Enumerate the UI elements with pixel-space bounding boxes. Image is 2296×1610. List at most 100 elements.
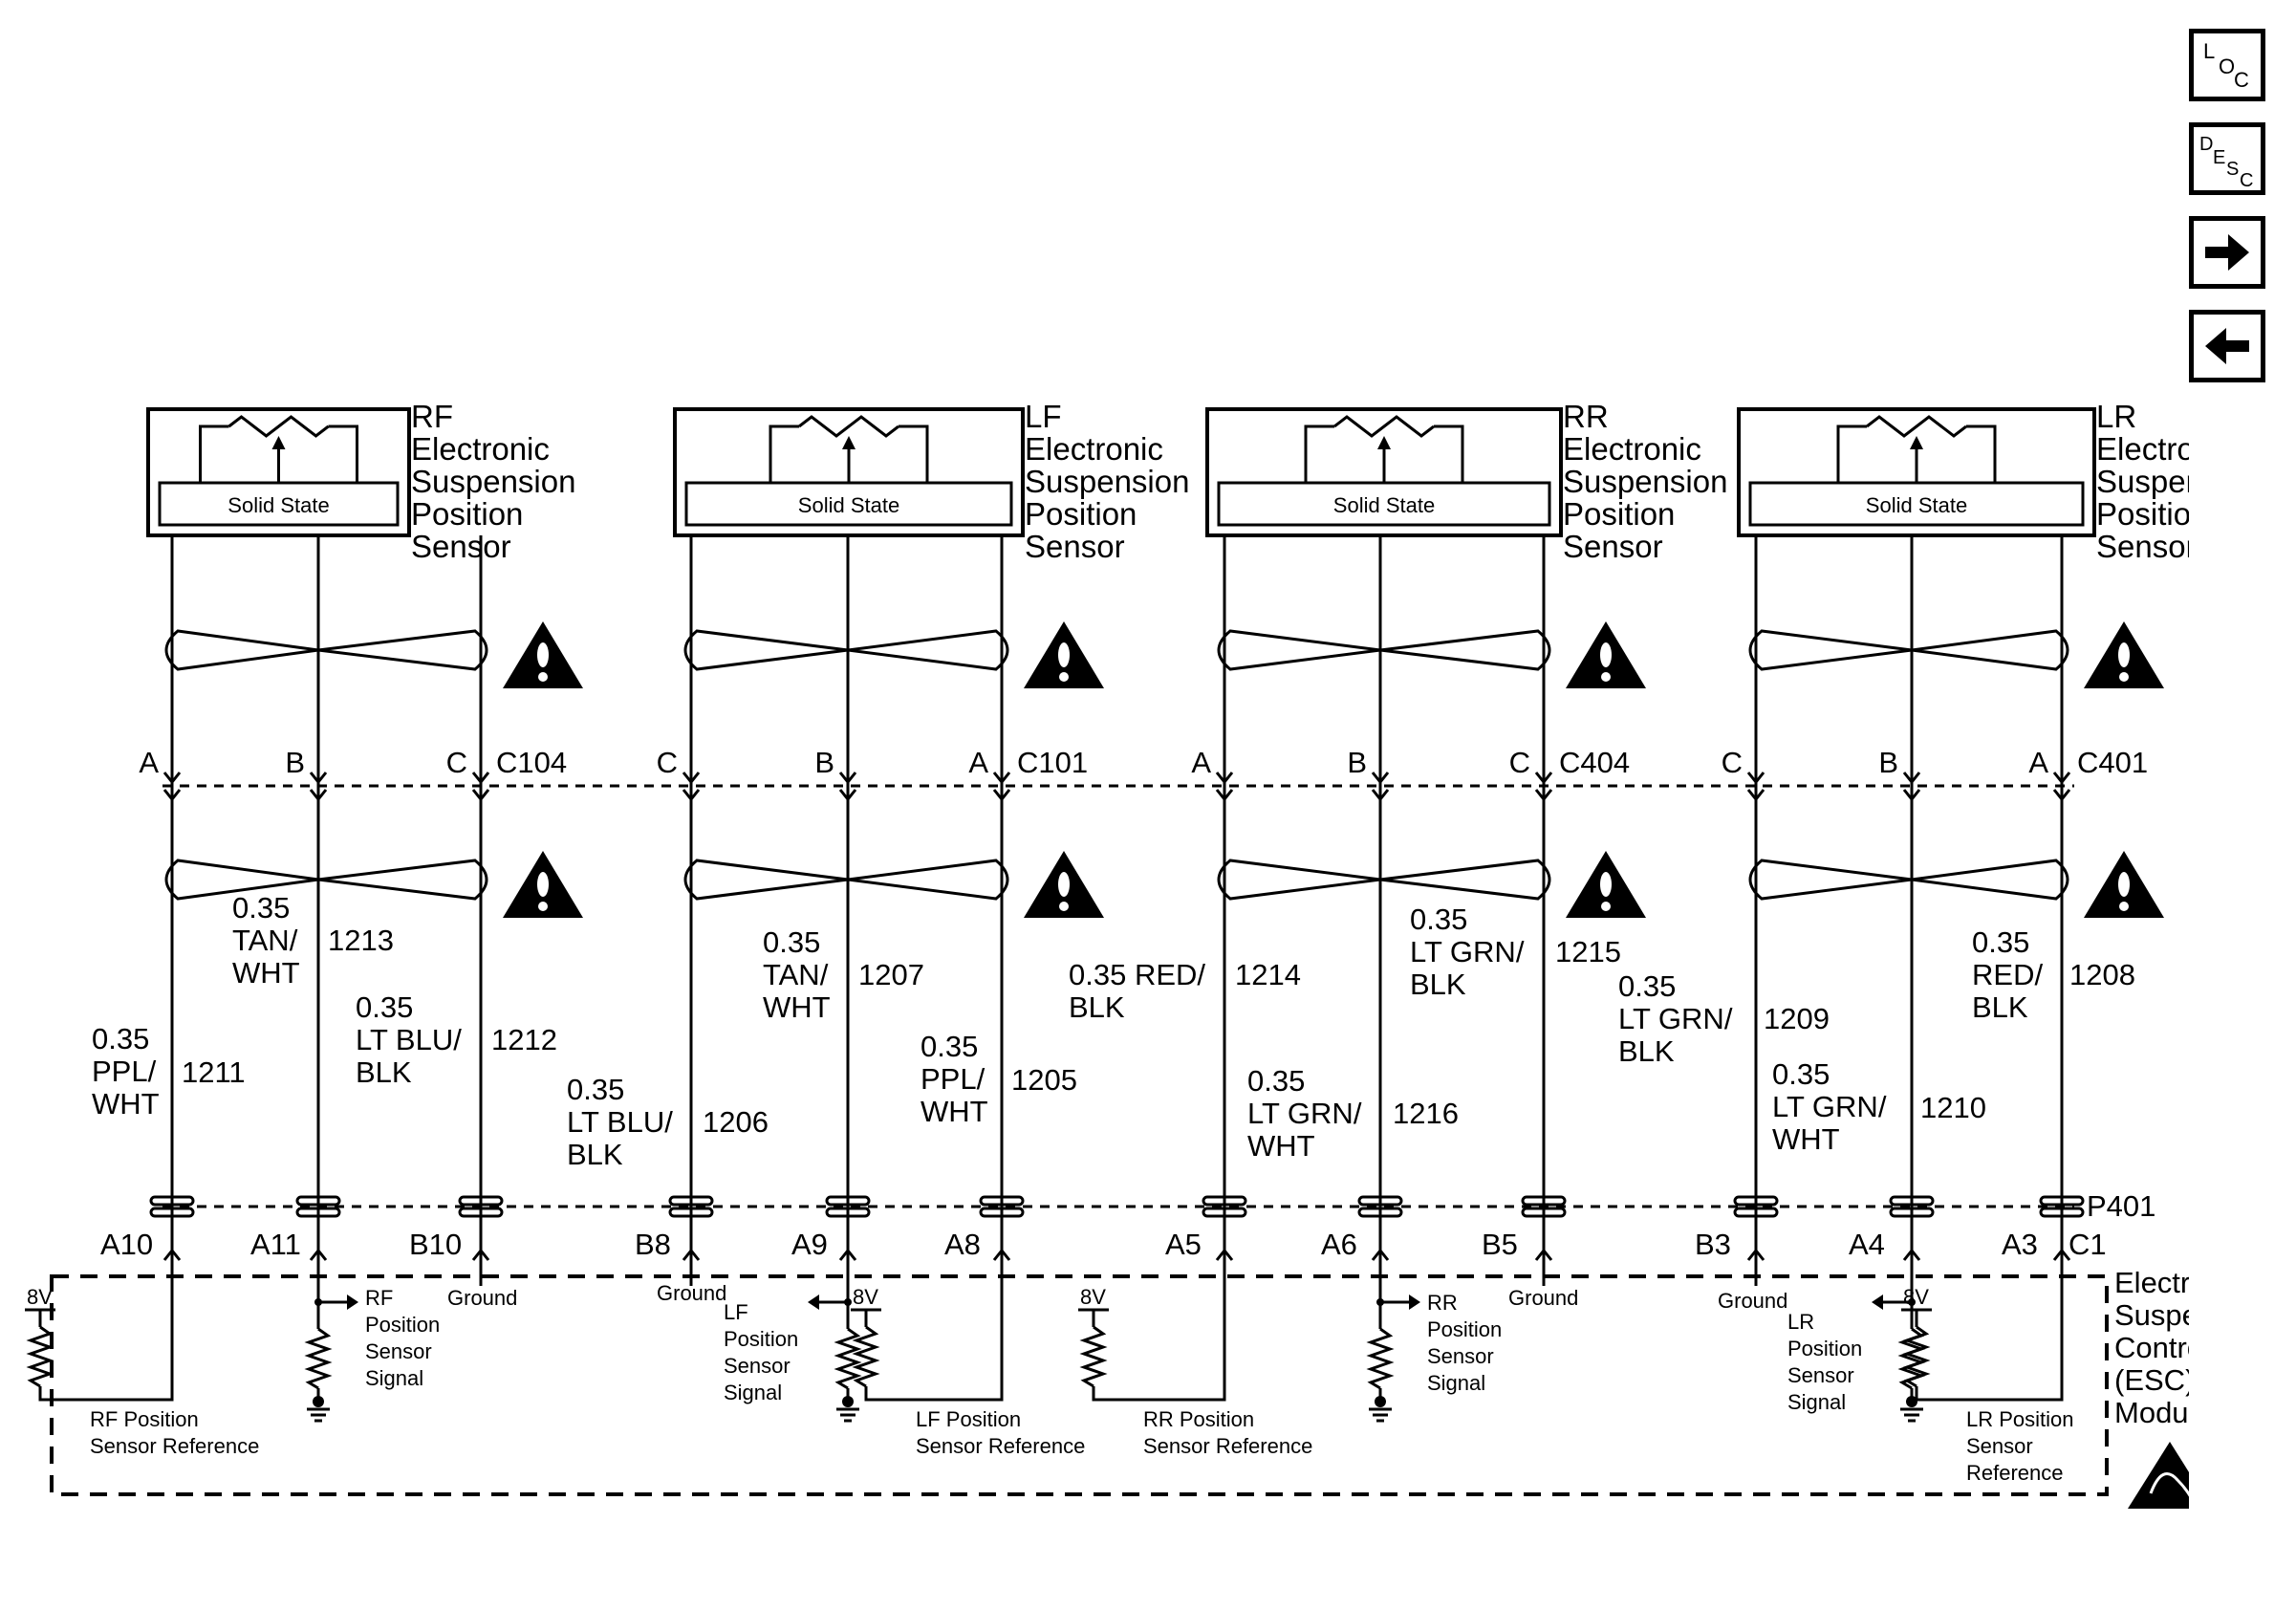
pin-chevron xyxy=(2052,789,2071,802)
module-pin-label: A8 xyxy=(944,1228,981,1261)
pin-chevron xyxy=(2052,1248,2071,1261)
pin-chevron xyxy=(682,789,701,802)
wire-spec: WHT xyxy=(1247,1129,1315,1163)
pin-chevron xyxy=(162,772,182,785)
warning-icon xyxy=(1024,621,1104,688)
location-button[interactable]: L O C xyxy=(2189,29,2265,101)
pot-lead-left xyxy=(769,424,799,483)
signal-label: LR xyxy=(1787,1310,1814,1334)
desc-label-e: E xyxy=(2213,147,2225,168)
pin-chevron xyxy=(309,789,328,802)
sensor-name-line: Position xyxy=(2096,496,2189,532)
module-pin-label: A5 xyxy=(1165,1228,1202,1261)
wire-spec: 0.35 xyxy=(1772,1057,1830,1091)
pin-chevron xyxy=(682,1248,701,1261)
desc-label-d: D xyxy=(2199,134,2213,155)
pin-letter: A xyxy=(1191,746,1211,779)
module-name-line: Control xyxy=(2114,1331,2189,1364)
sensor-name-line: LR xyxy=(2096,399,2136,434)
warning-mark xyxy=(537,642,549,667)
pin-chevron xyxy=(309,772,328,785)
sensor-name-line: Suspension xyxy=(411,464,575,499)
resistor-icon xyxy=(1902,1325,1931,1388)
signal-label: RF xyxy=(365,1286,393,1310)
previous-page-button[interactable] xyxy=(2189,310,2265,382)
sensor-rf: Solid StateRFElectronicSuspensionPositio… xyxy=(146,399,575,564)
module-pin-label: B10 xyxy=(409,1228,462,1261)
warning-icon xyxy=(1566,851,1646,918)
terminal xyxy=(458,1195,504,1207)
wire-spec: LT BLU/ xyxy=(567,1105,673,1139)
solid-state-label: Solid State xyxy=(798,493,899,517)
wire-spec: WHT xyxy=(92,1087,160,1120)
pin-chevron xyxy=(1534,772,1553,785)
module-pin-label: A11 xyxy=(250,1228,301,1261)
pin-letter: C xyxy=(657,746,678,779)
sensor-name-line: RF xyxy=(411,399,453,434)
twist-symbol xyxy=(164,859,488,901)
wire-spec: LT GRN/ xyxy=(1247,1097,1362,1130)
ref-lead xyxy=(38,1286,174,1402)
warning-mark xyxy=(2118,872,2130,897)
terminal xyxy=(1521,1207,1567,1218)
terminal xyxy=(1521,1195,1567,1207)
terminal xyxy=(1733,1207,1779,1218)
circuit-number: 1216 xyxy=(1393,1097,1459,1130)
voltage-label: 8V xyxy=(1080,1285,1106,1309)
wire-spec: WHT xyxy=(1772,1122,1840,1156)
wire-spec: PPL/ xyxy=(921,1062,986,1096)
sensor-lr: Solid StateLRElectronicSuspensionPositio… xyxy=(1737,399,2189,564)
arrow-left-icon xyxy=(2205,328,2249,364)
next-page-button[interactable] xyxy=(2189,216,2265,289)
circuit-number: 1215 xyxy=(1555,935,1621,968)
pin-chevron xyxy=(1746,1248,1765,1261)
terminal xyxy=(1202,1195,1247,1207)
connector-label: C404 xyxy=(1559,746,1630,779)
pin-chevron xyxy=(471,772,490,785)
pin-chevron xyxy=(838,789,857,802)
warning-dot xyxy=(1059,902,1069,911)
ref-lead xyxy=(1092,1286,1226,1402)
pot-lead-right xyxy=(899,424,929,483)
resistor-icon xyxy=(304,1327,333,1390)
terminal xyxy=(1733,1195,1779,1207)
connector-label: C101 xyxy=(1017,746,1088,779)
pin-letter: B xyxy=(1878,746,1898,779)
module-name-line: Electronic xyxy=(2114,1266,2189,1299)
wire-spec: BLK xyxy=(1972,990,2028,1024)
wiper-arrow-icon xyxy=(1377,436,1391,449)
wire-spec: 0.35 xyxy=(232,891,290,925)
wire-spec: 0.35 xyxy=(1972,925,2029,959)
resistor-icon xyxy=(1366,1327,1395,1390)
sensor-name-line: Electronic xyxy=(1025,431,1163,467)
sensor-name-line: Sensor xyxy=(411,529,511,564)
ref-label: LR Position xyxy=(1966,1407,2074,1431)
arrow-icon xyxy=(1872,1295,1883,1310)
sensors-layer: Solid State RF ElectronicSuspensionPositio… xyxy=(146,399,2189,564)
description-button[interactable]: D E S C xyxy=(2189,122,2265,195)
sensor-name-line: Electronic xyxy=(2096,431,2189,467)
pin-chevron xyxy=(1534,789,1553,802)
pin-letter: A xyxy=(2028,746,2048,779)
pin-chevron xyxy=(471,1248,490,1261)
wire-spec: 0.35 xyxy=(356,990,413,1024)
ground-node xyxy=(313,1396,324,1407)
terminal xyxy=(979,1207,1025,1218)
warning-mark xyxy=(2118,642,2130,667)
twist-symbol xyxy=(683,859,1009,901)
circuit-number: 1210 xyxy=(1920,1091,1986,1124)
signal-label: Sensor xyxy=(1787,1363,1854,1387)
twist-symbol xyxy=(1748,629,2069,671)
sensor-name-line: RR xyxy=(1563,399,1609,434)
